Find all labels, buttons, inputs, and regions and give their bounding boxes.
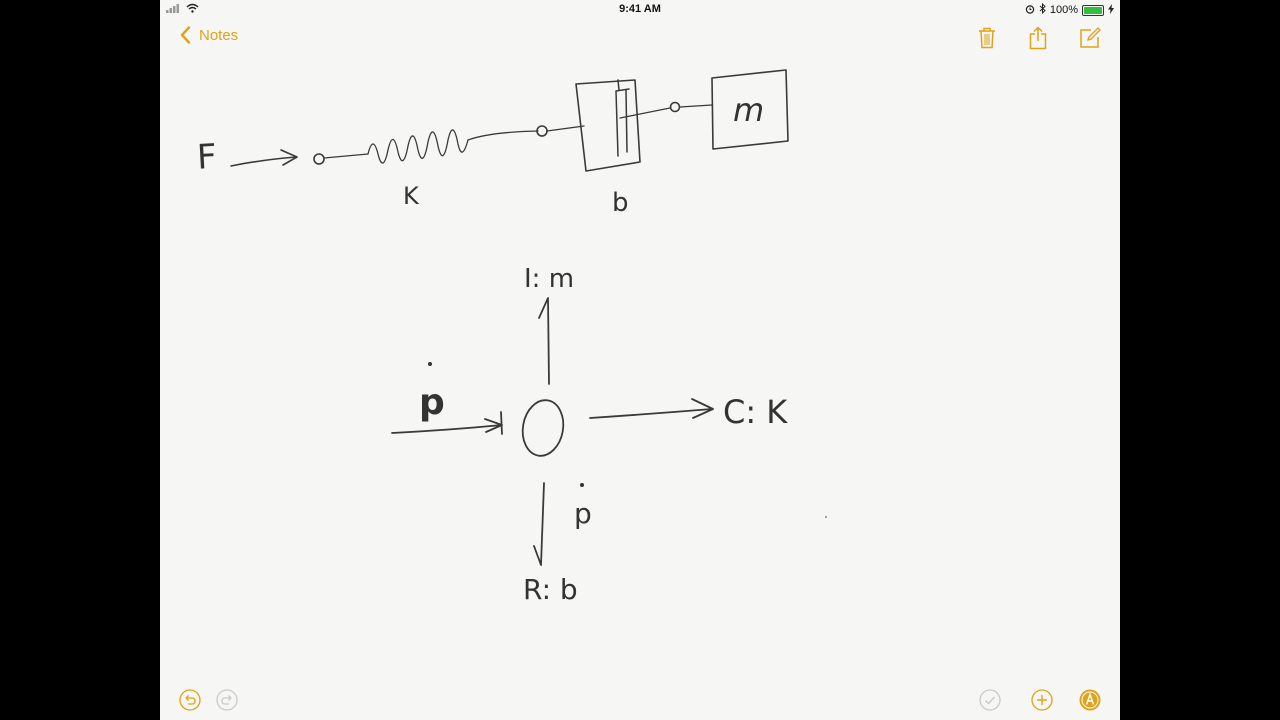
damper-lead (546, 125, 585, 132)
stray-dot (825, 516, 827, 518)
bottom-toolbar (160, 684, 1120, 720)
checklist-icon (979, 689, 1001, 711)
junction-zero (521, 399, 565, 457)
mechanical-diagram (230, 69, 789, 172)
redo-icon (216, 689, 238, 711)
share-button[interactable] (1024, 24, 1052, 52)
status-time: 9:41 AM (619, 3, 661, 15)
undo-button[interactable] (178, 688, 202, 712)
mass-label: m (733, 91, 764, 129)
back-label: Notes (199, 26, 239, 44)
capacitor-label: C: K (723, 393, 788, 431)
redo-button[interactable] (215, 688, 239, 712)
resistor-label: R: b (523, 573, 578, 606)
node-3 (669, 101, 681, 113)
add-icon (1031, 689, 1053, 711)
force-arrow (230, 156, 297, 167)
undo-icon (179, 689, 201, 711)
dot-top (428, 362, 432, 366)
checklist-button[interactable] (978, 688, 1002, 712)
sketch-canvas[interactable]: F K b m 0 I: m C: K R: b p p (160, 0, 1120, 720)
battery-icon (1082, 4, 1104, 16)
input-flow-label: p (419, 382, 445, 423)
trash-icon (979, 27, 995, 49)
trash-button[interactable] (973, 24, 1001, 52)
wifi-icon (186, 3, 199, 16)
share-icon (1029, 26, 1047, 50)
damper-label: b (612, 188, 629, 218)
alarm-icon (1025, 4, 1035, 17)
signal-icon (166, 3, 182, 16)
bluetooth-icon (1039, 2, 1046, 17)
charging-icon (1108, 3, 1114, 17)
status-right: 100% (1025, 2, 1114, 17)
spring-label: K (403, 182, 420, 210)
battery-percent: 100% (1049, 4, 1078, 16)
status-bar: 9:41 AM 100% (160, 0, 1120, 18)
back-button[interactable]: Notes (180, 26, 238, 44)
force-arrowhead (280, 149, 298, 166)
compose-button[interactable] (1076, 24, 1104, 52)
nav-bar: Notes (160, 18, 1120, 58)
damper-rod (619, 107, 671, 119)
force-label: F (196, 137, 218, 178)
add-button[interactable] (1030, 688, 1054, 712)
markup-button[interactable] (1078, 688, 1102, 712)
spring-coil (367, 129, 469, 164)
spring-lead-left (323, 153, 369, 159)
mass-lead (679, 104, 713, 108)
node-1 (313, 153, 325, 165)
status-left (166, 3, 199, 16)
notes-screen: 9:41 AM 100% Notes (160, 0, 1120, 720)
inertia-bond (538, 297, 550, 385)
chevron-left-icon (180, 26, 191, 44)
damper-piston (615, 79, 630, 157)
input-bond (391, 411, 503, 435)
resistor-bond (533, 482, 545, 566)
mass-box (711, 69, 789, 150)
bond-graph (391, 297, 714, 566)
spring-lead-right (467, 130, 539, 141)
inertia-label: I: m (524, 264, 574, 294)
damper-cylinder (575, 79, 641, 172)
markup-icon (1079, 689, 1101, 711)
compose-icon (1080, 27, 1101, 48)
capacitor-bond (589, 398, 714, 419)
dot-bottom (580, 483, 584, 487)
output-flow-label: p (574, 497, 592, 530)
battery-fill (1084, 6, 1102, 14)
